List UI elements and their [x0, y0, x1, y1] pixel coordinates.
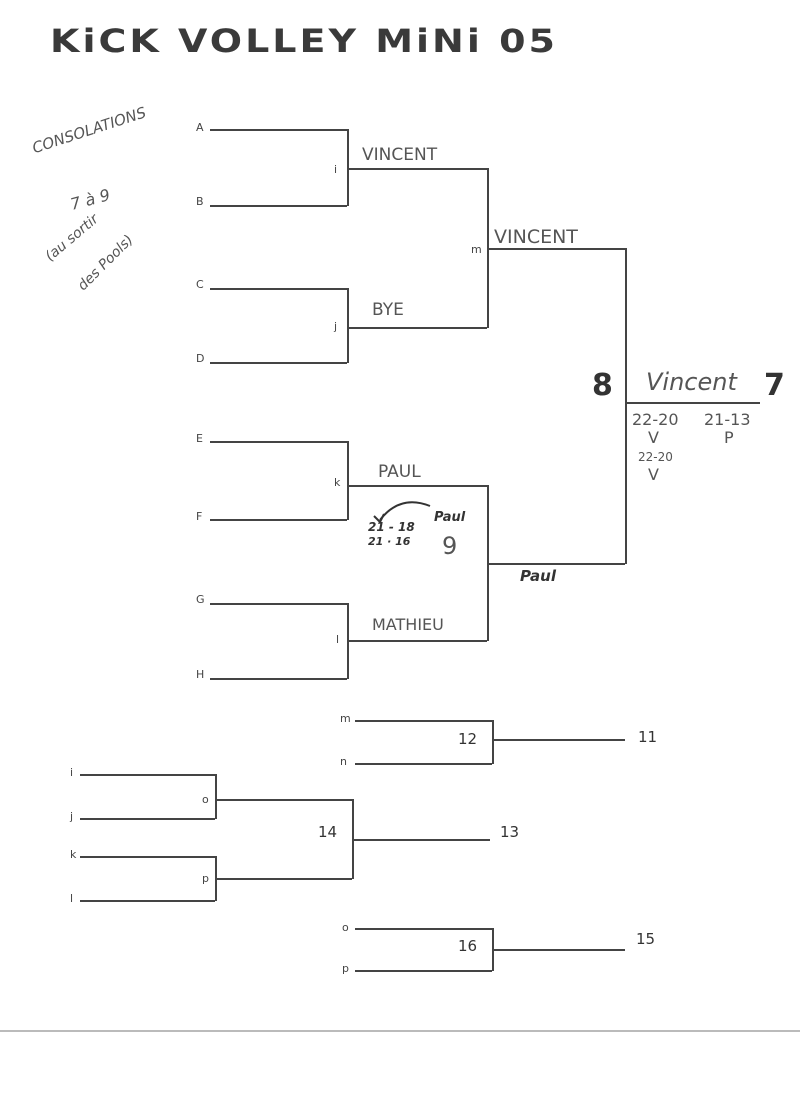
score: 21 · 16	[368, 535, 411, 548]
line	[625, 248, 627, 564]
line-h	[210, 678, 347, 680]
line	[347, 441, 349, 520]
match-11: 11	[638, 728, 658, 746]
line	[355, 763, 492, 765]
note-line: des Pools)	[74, 232, 137, 294]
match-15: 15	[636, 930, 656, 948]
label-b: B	[196, 195, 204, 208]
label-j: j	[334, 320, 338, 333]
winner-i: VINCENT	[362, 145, 438, 165]
label-n: n	[340, 755, 347, 768]
line-b	[210, 205, 347, 207]
label-k: k	[334, 476, 341, 489]
winner-m: VINCENT	[494, 226, 578, 248]
label-j: j	[70, 810, 74, 823]
label-m: m	[471, 243, 482, 256]
line	[355, 970, 492, 972]
line	[215, 878, 352, 880]
place-7: 7	[764, 368, 785, 403]
score: 21 - 18	[368, 520, 415, 534]
label-p: p	[342, 962, 349, 975]
match-13: 13	[500, 823, 520, 841]
line-g	[210, 603, 347, 605]
line	[492, 739, 625, 741]
line	[347, 129, 349, 206]
label-a: A	[196, 121, 204, 134]
page-title: KiCK VOLLEY MiNi 05	[50, 22, 558, 60]
score: 22-20	[632, 410, 679, 429]
place-9: 9	[442, 532, 458, 560]
label-m: m	[340, 712, 351, 725]
score-winner: V	[648, 465, 659, 484]
label-l: l	[336, 633, 340, 646]
note-line: 7 à 9	[68, 185, 113, 214]
line-n	[487, 563, 625, 565]
score: 22-20	[638, 450, 673, 464]
label-d: D	[196, 352, 205, 365]
line	[80, 856, 215, 858]
consolation-note: CONSOLATIONS	[30, 103, 148, 157]
label-l: l	[70, 892, 74, 905]
final-winner: Vincent	[646, 368, 737, 396]
label-h: H	[196, 668, 205, 681]
label-i: i	[70, 766, 74, 779]
score-winner: V	[648, 428, 659, 447]
line	[80, 774, 215, 776]
line-e	[210, 441, 347, 443]
line	[80, 900, 215, 902]
line	[215, 774, 217, 819]
winner-lower: Paul	[520, 567, 556, 585]
label-k: k	[70, 848, 77, 861]
score-winner: P	[724, 428, 734, 447]
match-12: 12	[458, 730, 478, 748]
note-line: CONSOLATIONS	[30, 103, 149, 158]
arrow-icon	[373, 501, 431, 524]
label-c: C	[196, 278, 204, 291]
winner-k: PAUL	[378, 462, 421, 482]
winner-j: BYE	[372, 300, 404, 320]
place-8: 8	[592, 368, 613, 403]
line-a	[210, 129, 347, 131]
line	[215, 799, 352, 801]
score: 21-13	[704, 410, 751, 429]
line	[80, 818, 215, 820]
line	[492, 949, 625, 951]
line	[347, 288, 349, 363]
label-o: o	[342, 921, 349, 934]
line-d	[210, 362, 347, 364]
line	[492, 720, 494, 764]
paul-tag: Paul	[434, 510, 466, 525]
label-o: o	[202, 793, 209, 806]
line-m	[487, 248, 625, 250]
label-e: E	[196, 432, 203, 445]
line	[352, 839, 490, 841]
match-14: 14	[318, 823, 338, 841]
line-f	[210, 519, 347, 521]
label-g: G	[196, 593, 205, 606]
page-divider	[0, 1030, 800, 1032]
match-16: 16	[458, 937, 478, 955]
line-k	[347, 485, 487, 487]
line	[355, 720, 492, 722]
label-f: F	[196, 510, 203, 523]
label-i: i	[334, 163, 338, 176]
line-final	[625, 402, 760, 404]
line-c	[210, 288, 347, 290]
line-i	[347, 168, 487, 170]
winner-l: MATHIEU	[372, 615, 444, 634]
line-l	[347, 640, 487, 642]
note-line: (au sortir	[42, 211, 102, 265]
line	[355, 928, 492, 930]
line-j	[347, 327, 487, 329]
label-p: p	[202, 872, 209, 885]
